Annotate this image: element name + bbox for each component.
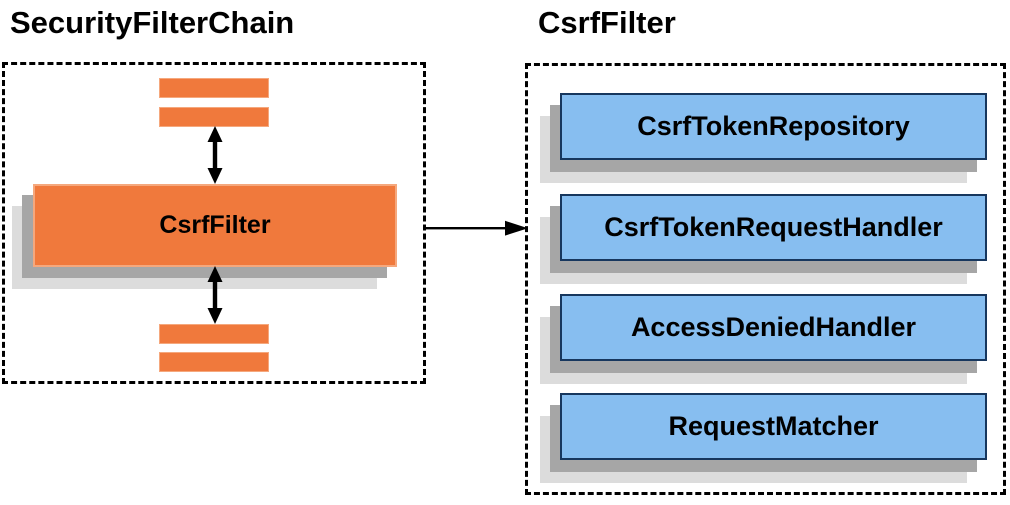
csrf-filter-node: CsrfFilter	[33, 184, 397, 267]
filter-placeholder-bar	[159, 324, 269, 344]
component-label: AccessDeniedHandler	[630, 312, 917, 342]
security-filter-chain-container	[2, 62, 426, 384]
csrf-filter-node-label: CsrfFilter	[159, 211, 271, 239]
component-label: CsrfTokenRepository	[637, 111, 910, 141]
csrf-filter-container	[525, 63, 1006, 495]
csrf-token-request-handler-node: CsrfTokenRequestHandler	[560, 194, 987, 261]
component-label: CsrfTokenRequestHandler	[604, 212, 943, 242]
request-matcher-node: RequestMatcher	[560, 393, 987, 460]
flow-arrow-icon	[426, 220, 528, 236]
component-label: RequestMatcher	[668, 411, 879, 441]
filter-placeholder-bar	[159, 352, 269, 372]
access-denied-handler-node: AccessDeniedHandler	[560, 294, 987, 361]
csrf-filter-title: CsrfFilter	[538, 5, 676, 40]
security-filter-chain-title: SecurityFilterChain	[10, 5, 295, 40]
bidirectional-arrow-icon	[207, 126, 223, 184]
filter-placeholder-bar	[159, 107, 269, 127]
csrf-token-repository-node: CsrfTokenRepository	[560, 93, 987, 160]
bidirectional-arrow-icon	[207, 266, 223, 324]
filter-placeholder-bar	[159, 78, 269, 98]
